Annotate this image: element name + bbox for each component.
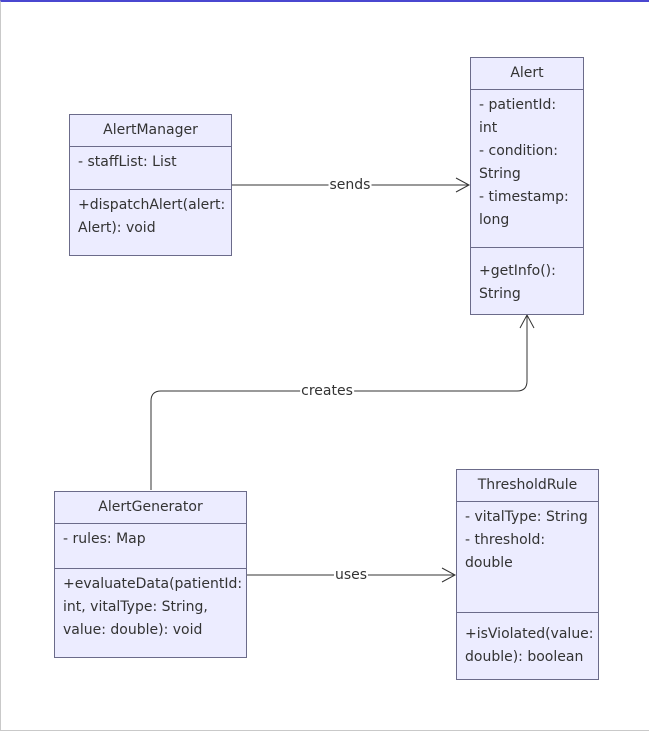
class-name: ThresholdRule <box>457 470 598 502</box>
attribute: - timestamp: long <box>479 189 569 228</box>
method: +evaluateData(patientId: int, vitalType:… <box>63 576 243 638</box>
class-alert-generator[interactable]: AlertGenerator - rules: Map +evaluateDat… <box>54 491 247 658</box>
class-methods: +getInfo(): String <box>471 247 583 312</box>
method: +dispatchAlert(alert: Alert): void <box>78 197 226 236</box>
attribute: - vitalType: String <box>465 509 588 525</box>
class-attributes: - rules: Map <box>55 524 246 568</box>
class-threshold-rule[interactable]: ThresholdRule - vitalType: String - thre… <box>456 469 599 680</box>
attribute: - patientId: int <box>479 97 557 136</box>
attribute: - rules: Map <box>63 531 146 547</box>
attribute: - staffList: List <box>78 154 177 170</box>
class-alert[interactable]: Alert - patientId: int - condition: Stri… <box>470 57 584 315</box>
class-attributes: - patientId: int - condition: String - t… <box>471 90 583 247</box>
label-creates: creates <box>300 383 354 399</box>
edge-creates <box>150 315 528 490</box>
class-name: AlertGenerator <box>55 492 246 524</box>
class-name: AlertManager <box>70 115 231 147</box>
class-methods: +evaluateData(patientId: int, vitalType:… <box>55 568 246 648</box>
class-methods: +isViolated(value: double): boolean <box>457 612 598 675</box>
class-attributes: - vitalType: String - threshold: double <box>457 502 598 612</box>
method: +getInfo(): String <box>479 263 556 302</box>
label-sends: sends <box>328 177 372 193</box>
attribute: - threshold: double <box>465 532 546 571</box>
class-alert-manager[interactable]: AlertManager - staffList: List +dispatch… <box>69 114 232 256</box>
class-attributes: - staffList: List <box>70 147 231 189</box>
class-name: Alert <box>471 58 583 90</box>
edge-sends-arrowhead <box>455 177 471 193</box>
edge-creates-arrowhead <box>519 313 535 329</box>
attribute: - condition: String <box>479 143 558 182</box>
label-uses: uses <box>333 567 369 583</box>
class-methods: +dispatchAlert(alert: Alert): void <box>70 189 231 246</box>
method: +isViolated(value: double): boolean <box>465 626 594 665</box>
edge-uses-arrowhead <box>441 567 457 583</box>
